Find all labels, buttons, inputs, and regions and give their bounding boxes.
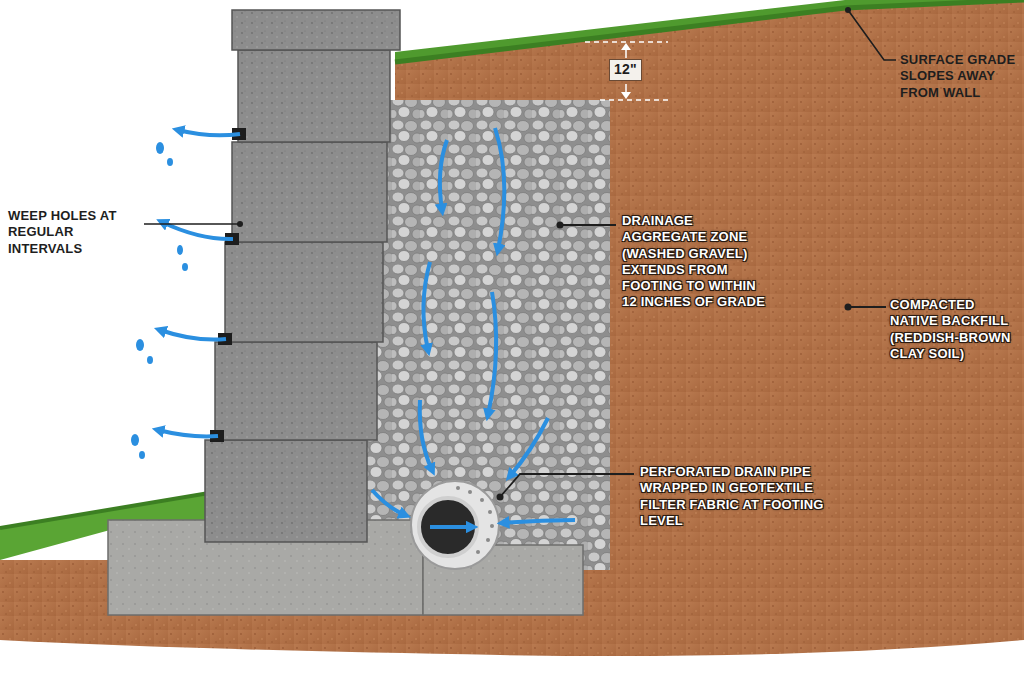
wall-blocks: [205, 10, 400, 542]
dimension-label: 12": [609, 59, 642, 81]
pipe-opening: [419, 498, 477, 556]
drain-pipe: [411, 481, 499, 569]
dimension-line: [600, 99, 668, 101]
callout-label: DRAINAGE AGGREGATE ZONE (WASHED GRAVEL) …: [622, 213, 772, 311]
leader-dot: [237, 7, 852, 501]
water-flow-arrow: [158, 130, 240, 436]
callout-label: COMPACTED NATIVE BACKFILL (REDDISH-BROWN…: [890, 297, 1018, 362]
water-flow-arrow: [372, 128, 575, 527]
callout-label: WEEP HOLES AT REGULAR INTERVALS: [8, 208, 142, 257]
leader-line: [144, 10, 896, 224]
drainage-gravel: [360, 100, 610, 570]
callout-label: SURFACE GRADE SLOPES AWAY FROM WALL: [900, 52, 1018, 101]
water-drop: [131, 142, 188, 459]
callout-label: PERFORATED DRAIN PIPE WRAPPED IN GEOTEXT…: [640, 464, 835, 529]
dimension-line: [585, 41, 668, 43]
weep-hole: [210, 128, 246, 442]
